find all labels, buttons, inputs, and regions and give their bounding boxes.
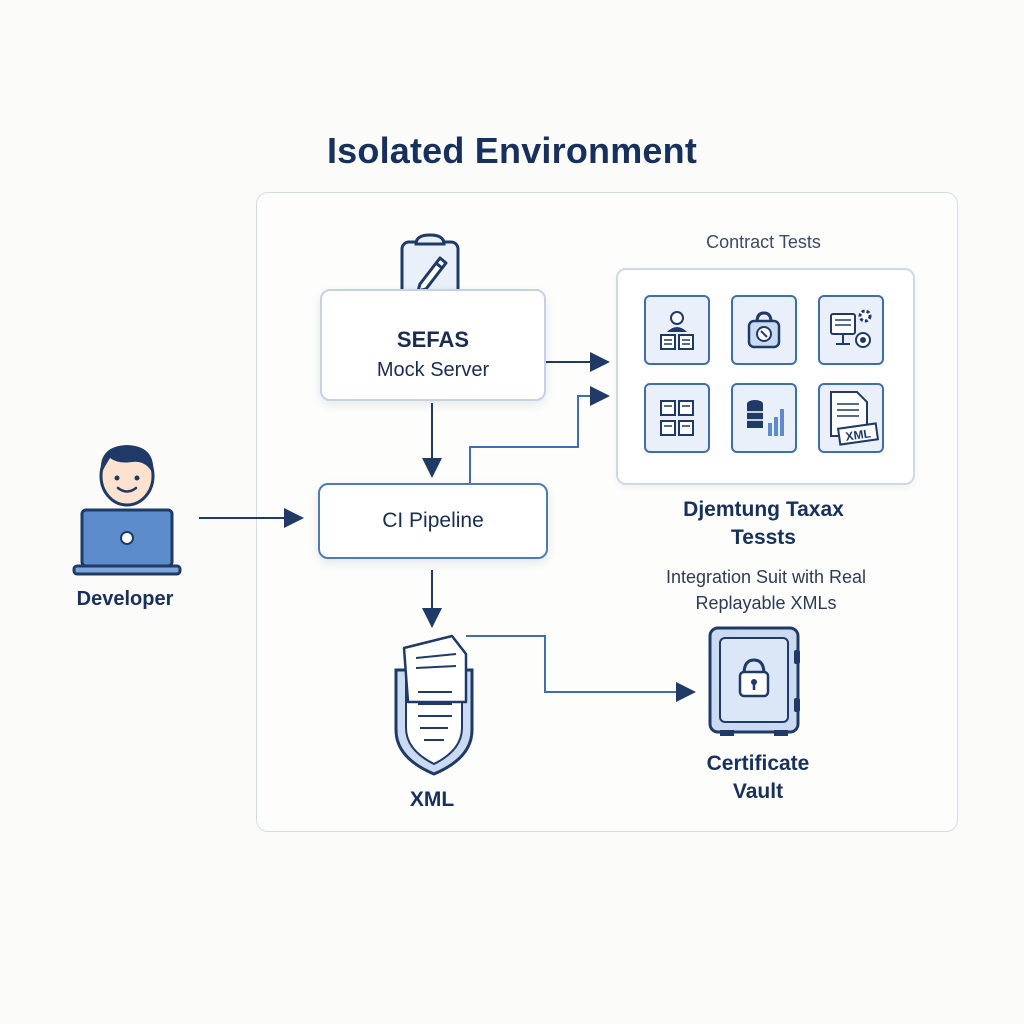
xml-label: XML <box>409 788 455 811</box>
integration-line-1: Integration Suit with Real <box>665 567 867 587</box>
certificate-vault-label: Certificate Vault <box>676 750 840 806</box>
ci-pipeline-node[interactable]: CI Pipeline <box>318 483 548 559</box>
djemtung-tests-label: Djemtung Taxax Tessts <box>616 496 911 552</box>
djemtung-line-2: Tessts <box>731 526 796 549</box>
vault-line-2: Vault <box>732 780 784 803</box>
xml-file-icon: XML <box>818 383 884 453</box>
integration-line-2: Replayable XMLs <box>695 593 837 613</box>
developer-label: Developer <box>76 588 174 610</box>
monitor-gear-icon <box>818 295 884 365</box>
mock-server-subtitle: Mock Server <box>376 358 490 381</box>
safe-lock-icon <box>708 626 800 736</box>
document-grid-icon <box>644 383 710 453</box>
mock-server-name: SEFAS <box>396 326 470 352</box>
person-laptop-icon <box>72 445 182 576</box>
xml-document-shield-icon <box>394 634 474 776</box>
database-chart-icon <box>731 383 797 453</box>
vault-line-1: Certificate <box>706 752 810 775</box>
djemtung-line-1: Djemtung Taxax <box>683 498 844 521</box>
diagram-title: Isolated Environment <box>326 130 698 171</box>
contract-tests-label: Contract Tests <box>706 232 821 252</box>
integration-suite-label: Integration Suit with Real Replayable XM… <box>616 564 916 616</box>
contract-tests-box[interactable]: XML <box>616 268 915 485</box>
lock-badge-icon <box>731 295 797 365</box>
user-documents-icon <box>644 295 710 365</box>
xml-badge-text: XML <box>845 426 872 443</box>
clipboard-pencil-icon <box>400 233 460 306</box>
mock-server-node[interactable]: SEFAS Mock Server <box>320 289 546 401</box>
ci-pipeline-label: CI Pipeline <box>382 509 484 532</box>
